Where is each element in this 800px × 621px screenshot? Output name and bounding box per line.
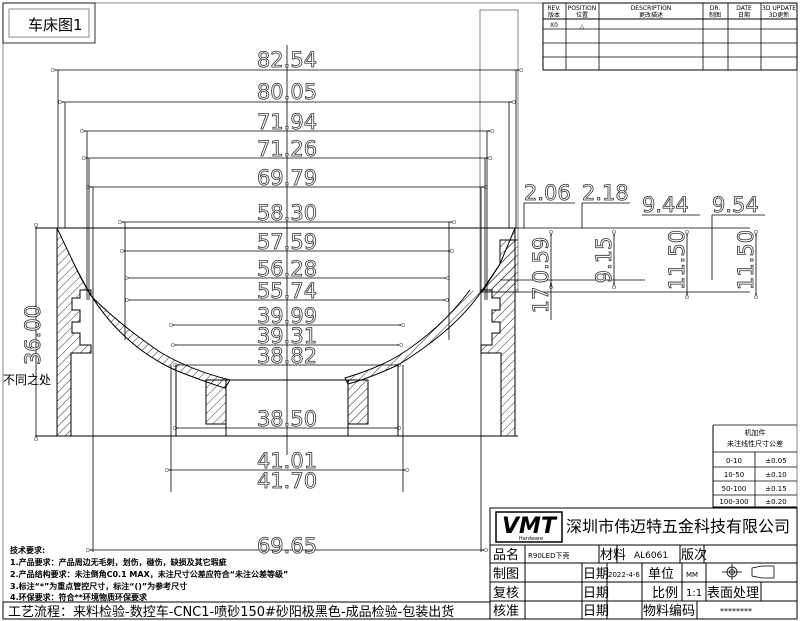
unit: MM xyxy=(686,571,698,579)
dim-38-50: 38.50 xyxy=(257,407,317,431)
check-date-label: 日期 xyxy=(583,586,609,601)
unit-label: 单位 xyxy=(648,567,674,582)
dim-39-31: 39.31 xyxy=(257,324,317,348)
dim-82-54: 82.54 xyxy=(257,48,317,72)
dim-69-79: 69.79 xyxy=(257,166,317,190)
drawn-date-label: 日期 xyxy=(583,567,609,582)
rev-header: REV. xyxy=(547,5,560,12)
dim-0-59: 0.59 xyxy=(529,237,553,284)
tolerance-value: ±0.05 xyxy=(765,457,786,465)
dimension-lines xyxy=(36,70,756,550)
dim-2-06: 2.06 xyxy=(524,181,571,205)
dim-41-01: 41.01 xyxy=(257,449,317,473)
dim-80-05: 80.05 xyxy=(257,80,317,104)
tolerance-range: 10-50 xyxy=(724,471,744,479)
tolerance-range: 100-300 xyxy=(719,498,748,506)
requirement-item: 1.产品要求：产品周边无毛刺，划伤，碰伤，缺损及其它瑕疵 xyxy=(10,557,227,567)
projection-symbol-icon xyxy=(722,564,775,580)
3d-update-header: 3D UPDATE xyxy=(762,5,796,12)
rev-header-cn: 版本 xyxy=(548,11,560,19)
dim-71-26: 71.26 xyxy=(257,137,317,161)
scale-label: 比例 xyxy=(652,586,678,601)
dim-9-54: 9.54 xyxy=(712,193,759,217)
version-label: 版次 xyxy=(681,547,707,563)
view-label-box: 车床图1 xyxy=(2,2,96,44)
surface-treatment-label: 表面处理 xyxy=(707,586,759,601)
position-value: △ xyxy=(580,23,585,30)
dim-11-50-b: 11.50 xyxy=(734,230,758,290)
title-block: VMT Hardware 深圳市伟迈特五金科技有限公司 品名 R90LED下壳 … xyxy=(489,507,798,620)
company-logo: VMT Hardware xyxy=(495,511,563,543)
dim-9-15: 9.15 xyxy=(592,237,616,284)
product-name: R90LED下壳 xyxy=(528,551,569,560)
tolerance-table: 机加件 未注线性尺寸公差 0-10 ±0.05 10-50 ±0.10 50-1… xyxy=(712,424,797,508)
product-name-label: 品名 xyxy=(493,547,519,563)
requirement-item: 3.标注“*”为重点管控尺寸，标注“()”为参考尺寸 xyxy=(10,581,187,591)
dim-71-94: 71.94 xyxy=(257,110,317,134)
requirement-item: 4.环保要求：符合**环境物质环保要求 xyxy=(10,592,148,602)
tolerance-range: 0-10 xyxy=(726,457,742,465)
date-header: DATE xyxy=(736,5,752,12)
description-header-cn: 更改描述 xyxy=(639,11,663,19)
dim-36-00: 36.00 xyxy=(21,305,45,365)
tolerance-title: 机加件 xyxy=(745,428,766,437)
dim-69-65: 69.65 xyxy=(257,534,317,558)
part-number: ******** xyxy=(720,607,752,616)
material-label: 材料 xyxy=(600,548,626,563)
position-header: POSITION xyxy=(568,5,597,12)
tolerance-value: ±0.10 xyxy=(765,471,786,479)
difference-note: 不同之处 xyxy=(3,373,51,387)
dim-2-18: 2.18 xyxy=(582,181,629,205)
dim-41-70: 41.70 xyxy=(257,469,317,493)
tolerance-subtitle: 未注线性尺寸公差 xyxy=(727,439,783,448)
dim-38-82: 38.82 xyxy=(257,344,317,368)
approve-date-label: 日期 xyxy=(583,604,609,619)
logo-subtext: Hardware xyxy=(519,536,543,542)
dim-57-59: 57.59 xyxy=(257,230,317,254)
drawn-header-cn: 制图 xyxy=(709,11,721,19)
material: AL6061 xyxy=(634,551,668,561)
dim-56-28: 56.28 xyxy=(257,257,317,281)
scale: 1:1 xyxy=(686,588,702,599)
drawn-header: DR. xyxy=(710,5,721,12)
dim-58-30: 58.30 xyxy=(257,201,317,225)
tolerance-range: 50-100 xyxy=(722,485,747,493)
dimension-labels: 82.54 80.05 71.94 71.26 69.79 58.30 57.5… xyxy=(21,48,760,559)
process-flow: 工艺流程：来料检验-数控车-CNC1-喷砂150#砂阳极黑色-成品检验-包装出货 xyxy=(8,604,454,620)
technical-requirements: 技术要求: 1.产品要求：产品周边无毛刺，划伤，碰伤，缺损及其它瑕疵 2.产品结… xyxy=(2,545,491,620)
drawn-label: 制图 xyxy=(493,567,519,582)
dim-9-44: 9.44 xyxy=(642,193,689,217)
tolerance-value: ±0.20 xyxy=(765,498,786,506)
requirement-item: 2.产品结构要求：未注倒角C0.1 MAX，未注尺寸公差应符合“未注公差等级” xyxy=(10,569,288,579)
rev-value: X0 xyxy=(550,22,558,29)
logo-text: VMT xyxy=(502,514,558,539)
approve-label: 核准 xyxy=(493,604,519,619)
company-name: 深圳市伟迈特五金科技有限公司 xyxy=(566,517,790,536)
part-section xyxy=(36,9,519,437)
position-header-cn: 位置 xyxy=(576,11,588,19)
dim-55-74: 55.74 xyxy=(257,279,317,303)
part-number-label: 物料编码 xyxy=(643,604,695,619)
drawn-date: 2022-4-6 xyxy=(608,571,640,579)
dim-17: 17 xyxy=(529,287,553,314)
requirements-title: 技术要求: xyxy=(10,545,45,555)
view-label: 车床图1 xyxy=(28,16,83,34)
description-header: DESCRIPTION xyxy=(631,5,672,12)
dim-39-99: 39.99 xyxy=(257,304,317,328)
revision-table: REV. 版本 POSITION 位置 DESCRIPTION 更改描述 DR.… xyxy=(542,2,798,71)
3d-update-header-cn: 3D更新 xyxy=(769,11,789,19)
right-detail-lines xyxy=(480,202,765,320)
check-label: 复核 xyxy=(493,586,519,601)
dim-11-50-a: 11.50 xyxy=(665,230,689,290)
tolerance-value: ±0.15 xyxy=(765,485,786,493)
date-header-cn: 日期 xyxy=(738,11,750,19)
